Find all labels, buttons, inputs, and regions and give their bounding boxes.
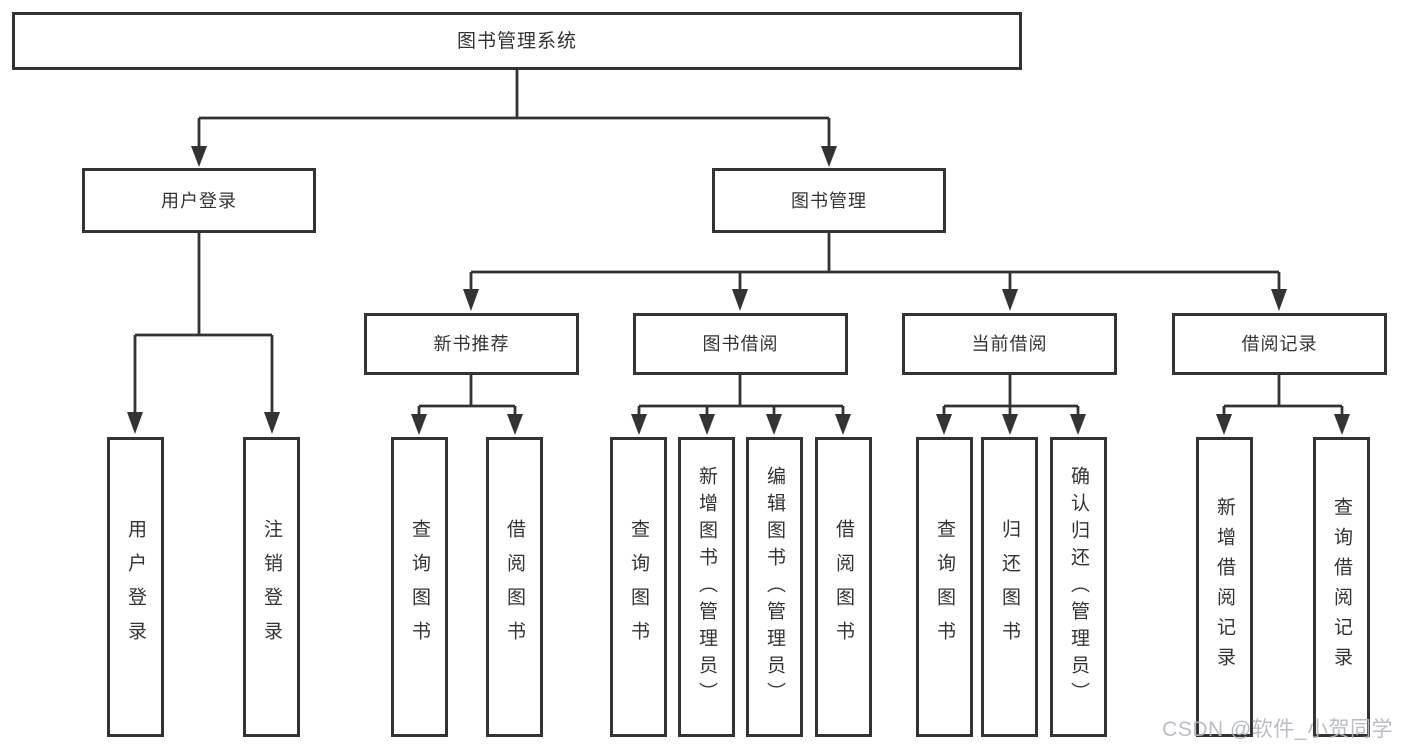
leaf-query-books-recommend: 查询图书 [391, 437, 448, 737]
connector-new-book-children [417, 375, 517, 414]
arrowhead [1070, 414, 1086, 435]
arrowhead [463, 289, 479, 311]
connector-current-borrow-children [942, 375, 1080, 414]
node-label: 新增借阅记录 [1214, 497, 1235, 677]
node-label: 用户登录 [125, 519, 146, 655]
connector-borrow-records-children [1222, 375, 1344, 414]
node-label: 查询图书 [934, 519, 955, 655]
arrowhead [191, 146, 207, 167]
node-label: 图书借阅 [702, 334, 779, 354]
arrowhead [411, 414, 427, 435]
connector-book-borrow-children [637, 375, 845, 414]
leaf-borrow-books: 借阅图书 [815, 437, 872, 737]
arrowhead [631, 414, 647, 435]
node-book-borrow: 图书借阅 [633, 313, 848, 375]
node-borrow-records: 借阅记录 [1172, 313, 1387, 375]
node-label: 借阅记录 [1241, 334, 1318, 354]
node-label: 归还图书 [999, 519, 1020, 655]
arrowhead [264, 412, 280, 434]
leaf-query-borrow-record: 查询借阅记录 [1313, 437, 1370, 737]
node-library-management-system: 图书管理系统 [12, 12, 1022, 70]
leaf-return-book: 归还图书 [981, 437, 1038, 737]
node-label: 确认归还（管理员） [1068, 465, 1089, 709]
csdn-watermark: CSDN @软件_小贺同学 [1162, 718, 1393, 741]
node-new-book-recommend: 新书推荐 [364, 313, 579, 375]
leaf-confirm-return-admin: 确认归还（管理员） [1050, 437, 1107, 737]
leaf-user-login: 用户登录 [107, 437, 164, 737]
connector-user-login-children [133, 233, 274, 412]
arrowhead [1002, 289, 1018, 311]
arrowhead [766, 414, 782, 435]
arrowhead [1216, 414, 1232, 435]
leaf-query-books-current: 查询图书 [916, 437, 973, 737]
node-current-borrow: 当前借阅 [902, 313, 1117, 375]
node-label: 编辑图书（管理员） [764, 465, 785, 709]
node-label: 查询图书 [409, 519, 430, 655]
node-label: 新书推荐 [433, 334, 510, 354]
node-label: 借阅图书 [833, 519, 854, 655]
arrowhead [1002, 414, 1018, 435]
node-label: 查询借阅记录 [1331, 497, 1352, 677]
node-label: 图书管理 [791, 190, 867, 211]
node-label: 用户登录 [161, 190, 237, 211]
leaf-logout: 注销登录 [243, 437, 300, 737]
arrowhead [835, 414, 851, 435]
leaf-add-book-admin: 新增图书（管理员） [678, 437, 735, 737]
arrowhead [1271, 289, 1287, 311]
arrowhead [699, 414, 715, 435]
connector-book-management-children [469, 233, 1281, 289]
node-label: 查询图书 [628, 519, 649, 655]
node-label: 借阅图书 [504, 519, 525, 655]
leaf-edit-book-admin: 编辑图书（管理员） [746, 437, 803, 737]
arrowhead [732, 289, 748, 311]
connector-root-to-level2 [197, 70, 831, 146]
node-label: 当前借阅 [971, 334, 1048, 354]
arrowhead [127, 412, 143, 434]
leaf-add-borrow-record: 新增借阅记录 [1196, 437, 1253, 737]
node-label: 注销登录 [261, 519, 282, 655]
node-label: 图书管理系统 [456, 30, 577, 52]
node-user-login: 用户登录 [82, 168, 316, 233]
leaf-borrow-books-recommend: 借阅图书 [486, 437, 543, 737]
node-label: 新增图书（管理员） [696, 465, 717, 709]
arrowhead [821, 146, 837, 167]
arrowhead [1334, 414, 1350, 435]
leaf-query-books-borrow: 查询图书 [610, 437, 667, 737]
arrowhead [936, 414, 952, 435]
arrowhead [507, 414, 523, 435]
node-book-management: 图书管理 [712, 168, 946, 233]
